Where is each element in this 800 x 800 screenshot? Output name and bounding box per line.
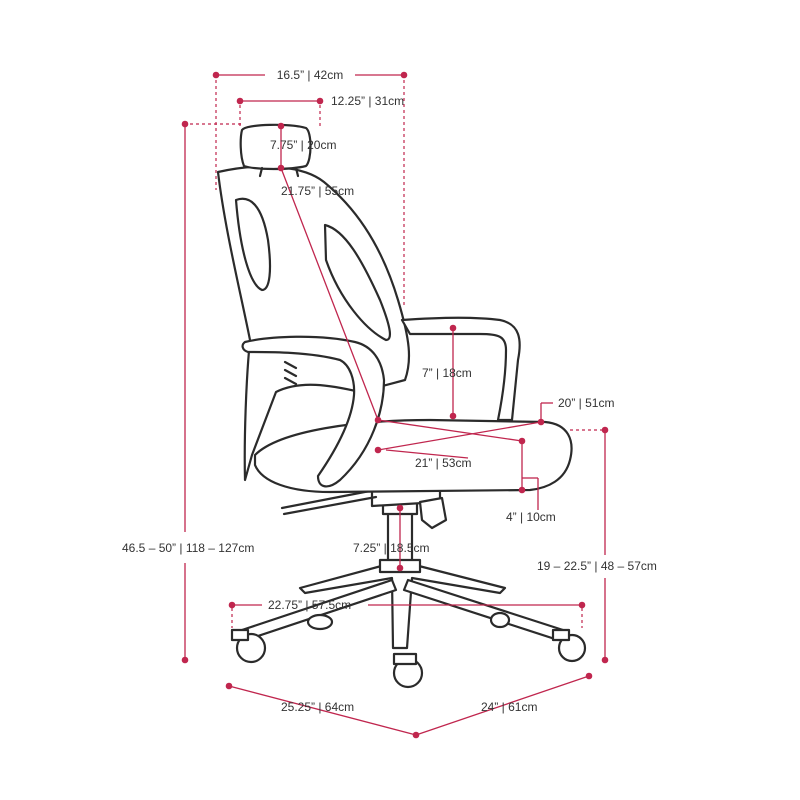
chair-far-arm: [400, 316, 521, 422]
dim-headrest-width: 12.25” | 31cm: [331, 94, 404, 108]
chair-backrest: [216, 165, 411, 482]
dim-seat-width: 20” | 51cm: [558, 396, 614, 410]
chair-lumbar-panel: [323, 223, 392, 342]
dim-seat-depth: 21” | 53cm: [415, 456, 471, 470]
chair-seat: [253, 418, 573, 494]
chair-mesh-panel: [234, 197, 272, 292]
dim-headrest-height: 7.75” | 20cm: [270, 138, 336, 152]
dim-seat-height: 19 – 22.5” | 48 – 57cm: [537, 559, 657, 573]
chair-base: [240, 563, 565, 650]
dimension-labels: 16.5” | 42cm 12.25” | 31cm 7.75” | 20cm …: [122, 68, 657, 714]
chair-illustration: [216, 123, 587, 689]
dim-backrest-height: 21.75” | 55cm: [281, 184, 354, 198]
dim-seat-thickness: 4” | 10cm: [506, 510, 556, 524]
chair-armrest: [241, 335, 386, 488]
chair-casters: [230, 611, 587, 689]
dim-base-width: 24” | 61cm: [481, 700, 537, 714]
dim-base-diameter: 22.75” | 57.5cm: [268, 598, 351, 612]
dim-armrest-height: 7” | 18cm: [422, 366, 472, 380]
dim-gas-lift: 7.25” | 18.5cm: [353, 541, 430, 555]
dim-overall-height: 46.5 – 50” | 118 – 127cm: [122, 541, 254, 555]
dim-base-depth: 25.25” | 64cm: [281, 700, 354, 714]
chair-lumbar-vents: [283, 360, 298, 386]
dimension-lines: [181, 71, 609, 739]
dim-overall-width: 16.5” | 42cm: [277, 68, 343, 82]
